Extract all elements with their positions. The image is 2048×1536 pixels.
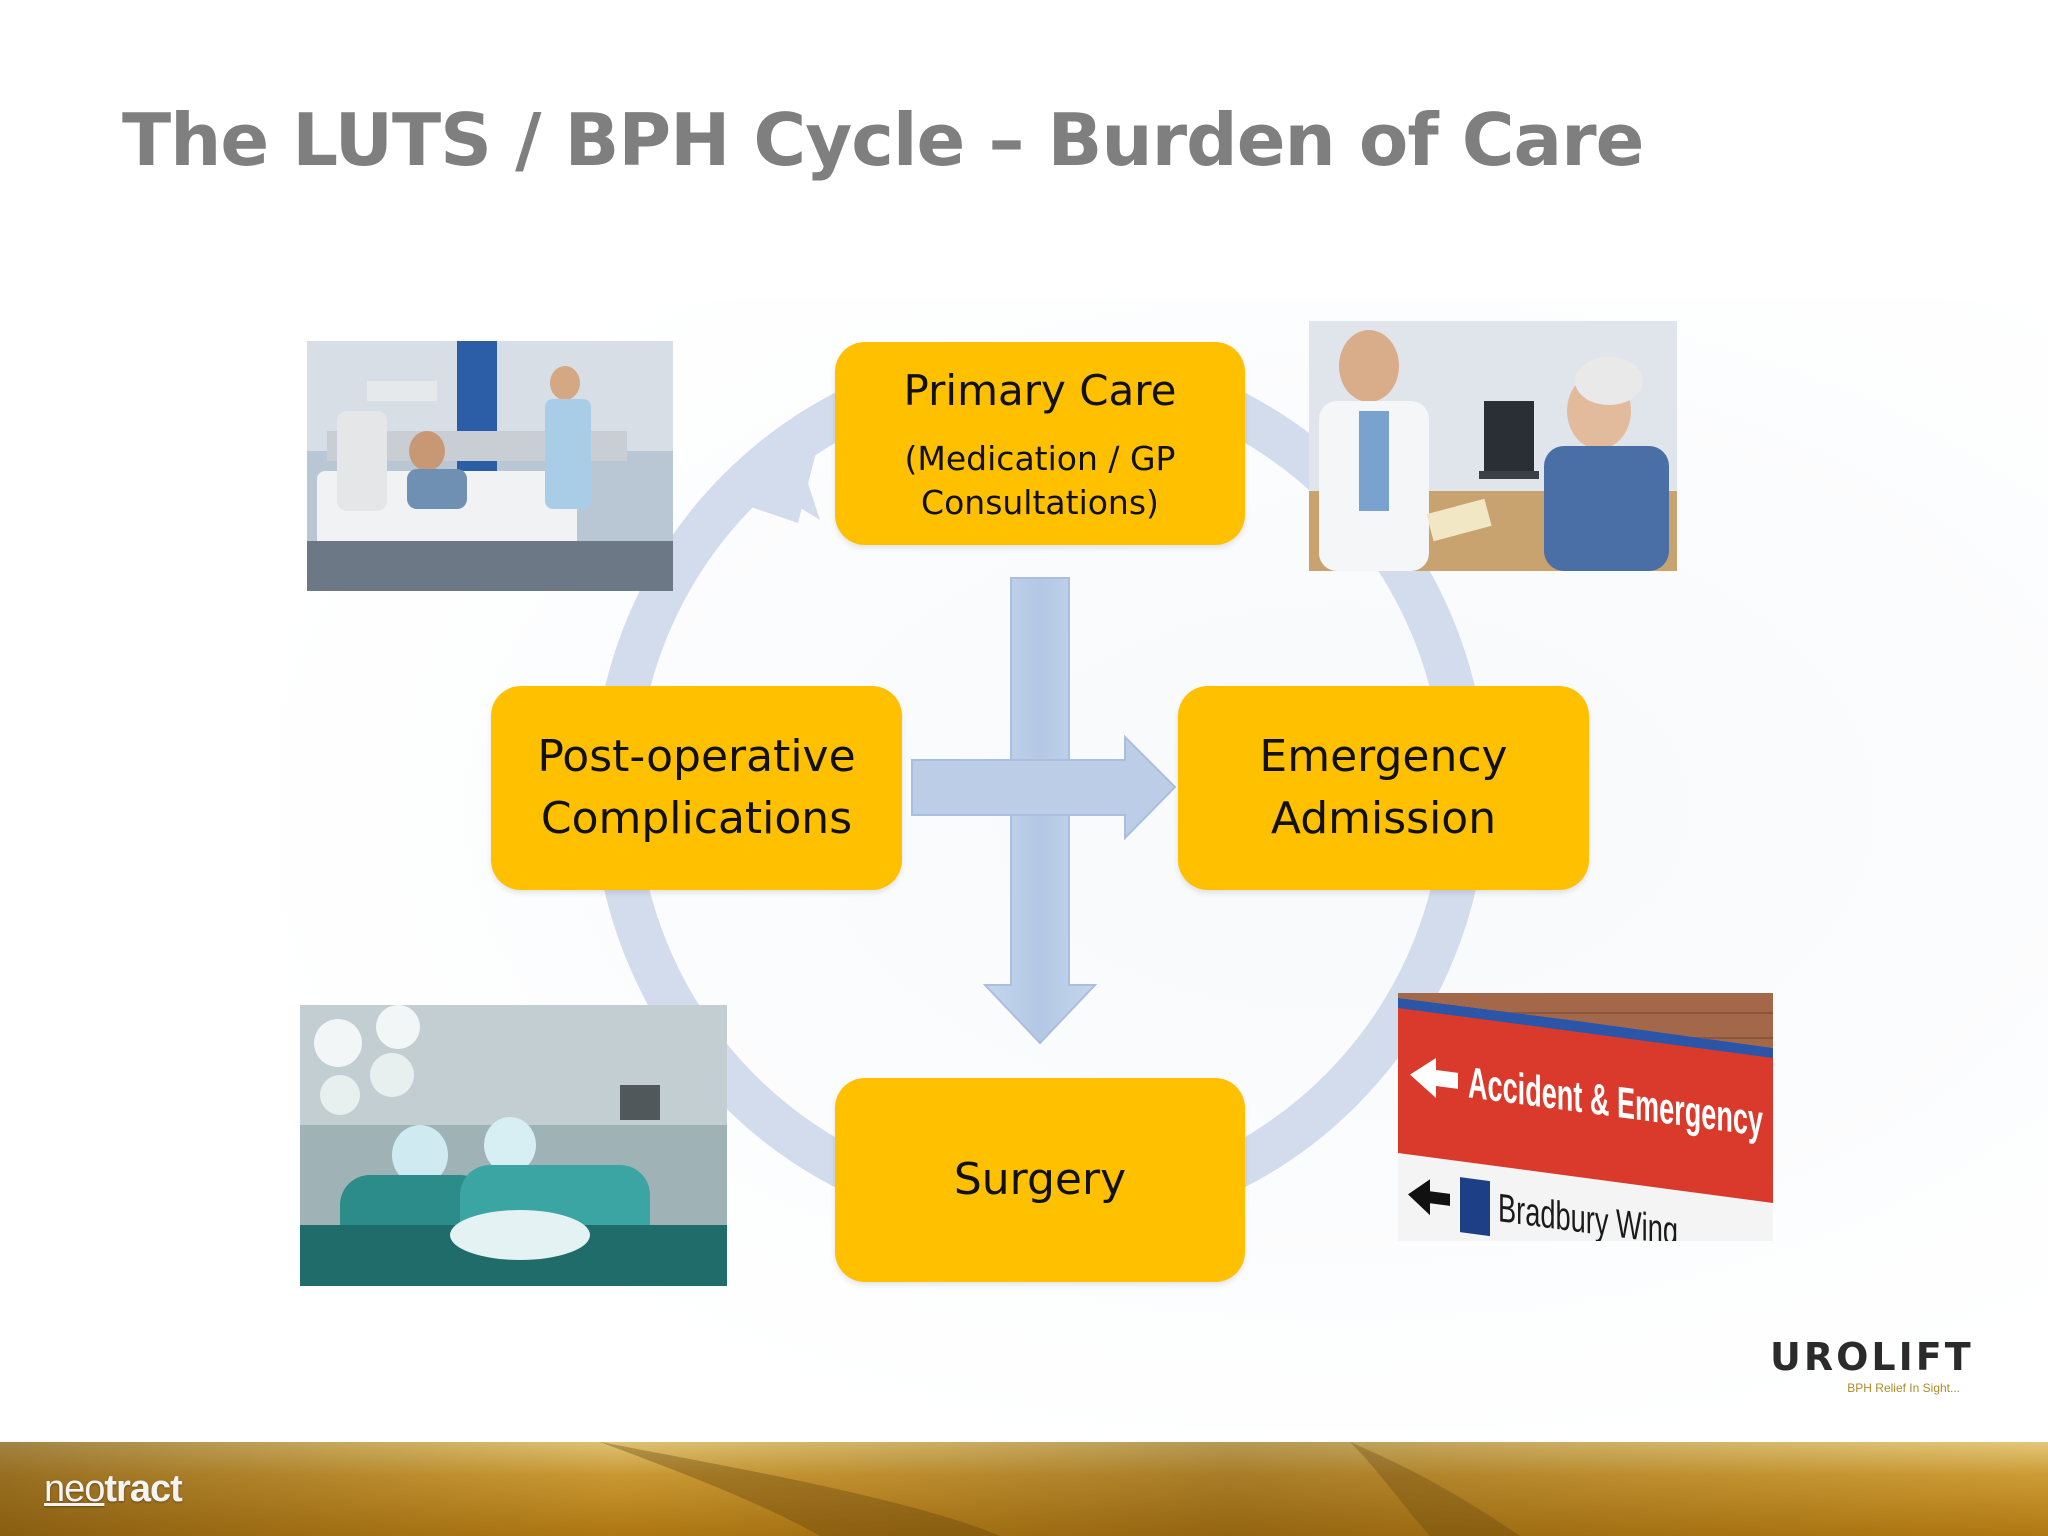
- surgery-title: Surgery: [953, 1154, 1127, 1205]
- operating-theatre-photo: [300, 1005, 727, 1286]
- neotract-logo-thin: neo: [44, 1468, 105, 1510]
- urolift-wordmark: UROLIFT: [1770, 1335, 1974, 1379]
- slide-title: The LUTS / BPH Cycle – Burden of Care: [122, 98, 1644, 182]
- node-surgery: Surgery: [835, 1078, 1245, 1282]
- hospital-ward-photo: [307, 341, 673, 591]
- urolift-tagline: BPH Relief In Sight...: [1847, 1381, 1960, 1395]
- primary-care-title: Primary Care: [903, 365, 1177, 415]
- cycle-arrowhead-tip: [738, 428, 820, 520]
- node-post-operative: Post-operative Complications: [491, 686, 902, 890]
- neotract-logo: neotract: [44, 1468, 183, 1511]
- post-operative-title: Post-operative Complications: [537, 731, 856, 844]
- footer-band: [0, 1442, 2048, 1536]
- neotract-logo-bold: tract: [104, 1468, 182, 1510]
- node-emergency-admission: Emergency Admission: [1178, 686, 1589, 890]
- gp-consultation-photo: [1309, 321, 1677, 571]
- urolift-logo: UROLIFT BPH Relief In Sight...: [1770, 1335, 1974, 1395]
- accident-emergency-sign-photo: Accident & Emergency Bradbury Wing: [1398, 993, 1773, 1241]
- primary-care-subtitle: (Medication / GP Consultations): [904, 438, 1176, 522]
- emergency-admission-title: Emergency Admission: [1259, 731, 1508, 844]
- right-arrow: [911, 734, 1177, 841]
- node-primary-care: Primary Care (Medication / GP Consultati…: [835, 342, 1245, 545]
